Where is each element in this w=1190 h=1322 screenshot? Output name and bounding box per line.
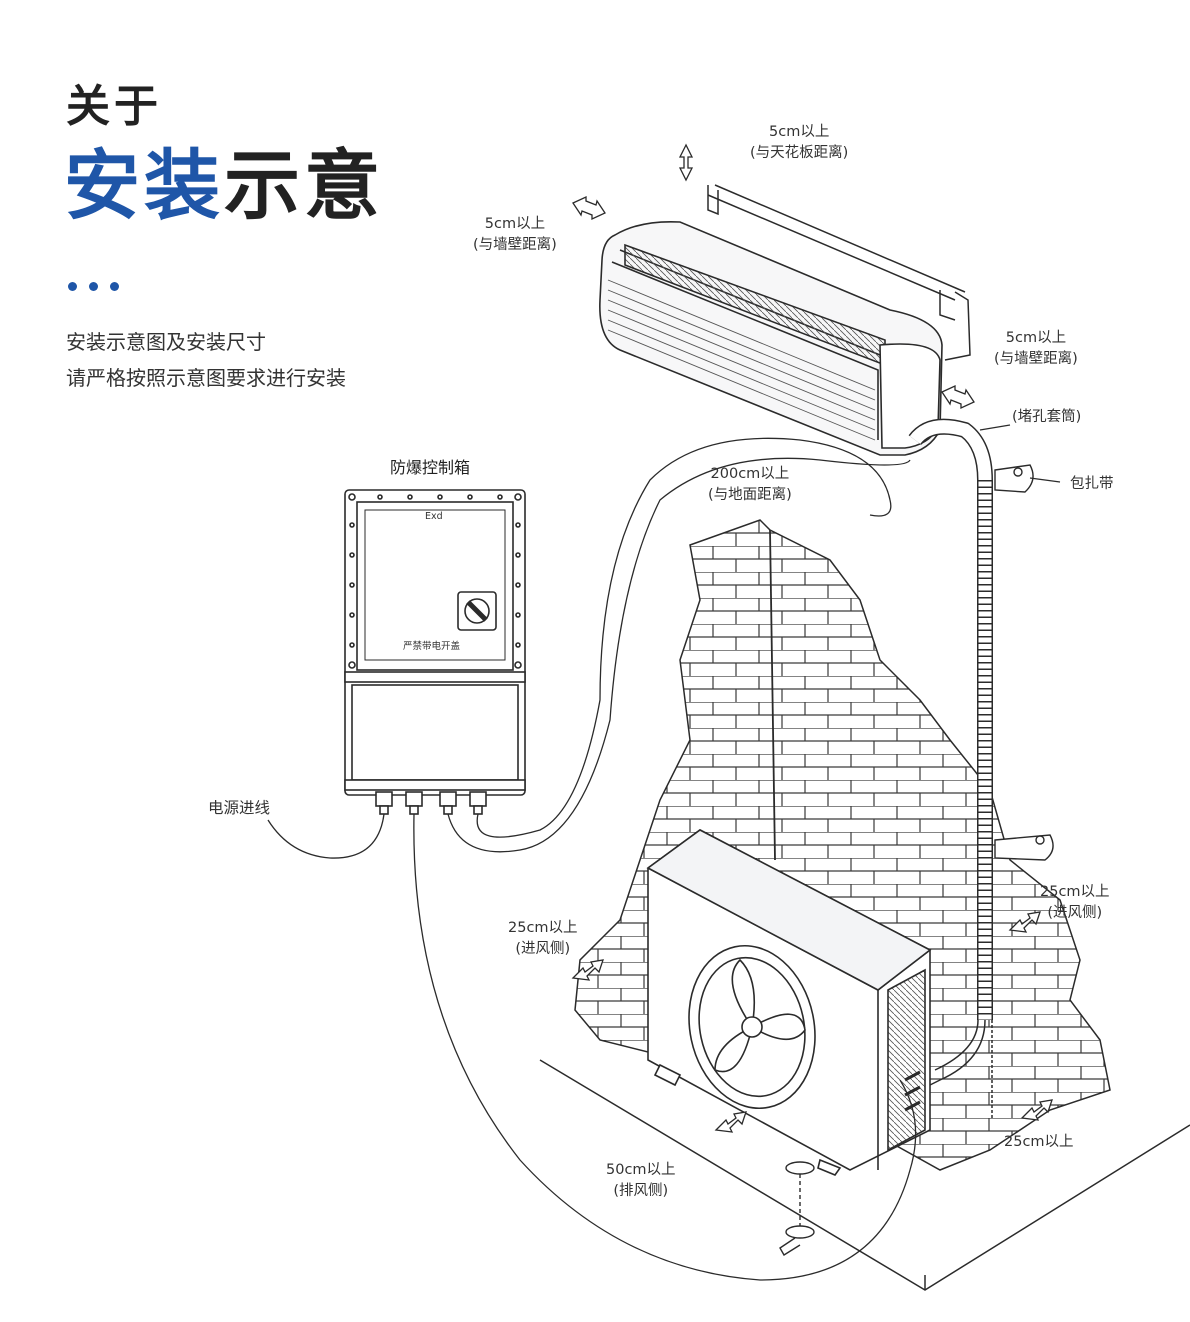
label-wall-left: 5cm以上 (与墙壁距离) bbox=[473, 214, 557, 256]
label-ceiling: 5cm以上 (与天花板距离) bbox=[750, 122, 848, 164]
heading-big: 安装示意 bbox=[64, 148, 384, 224]
dot-icon bbox=[89, 282, 98, 291]
label-inlet-left-line1: 25cm以上 bbox=[508, 920, 578, 936]
label-outlet-line2: (排风侧) bbox=[613, 1183, 669, 1199]
heading-rest: 示意 bbox=[224, 141, 384, 230]
heading-small: 关于 bbox=[66, 81, 162, 132]
label-wall-right-line1: 5cm以上 bbox=[1005, 330, 1067, 346]
mounting-bracket bbox=[707, 184, 971, 361]
control-box-title: 防爆控制箱 bbox=[390, 458, 471, 477]
control-box bbox=[344, 489, 526, 815]
pipe-clamp bbox=[994, 464, 1054, 861]
intro-line-1: 安装示意图及安装尺寸 bbox=[66, 330, 266, 354]
label-tape: 包扎带 bbox=[1070, 476, 1114, 492]
outdoor-unit bbox=[646, 829, 932, 1176]
intro-text: 安装示意图及安装尺寸 请严格按照示意图要求进行安装 bbox=[66, 324, 346, 396]
label-ground: 200cm以上 (与地面距离) bbox=[708, 464, 792, 506]
label-ground-line1: 200cm以上 bbox=[710, 466, 790, 482]
intro-line-2: 请严格按照示意图要求进行安装 bbox=[66, 366, 346, 390]
cables bbox=[267, 424, 1061, 1281]
label-inlet-right-line2: (进风侧) bbox=[1047, 905, 1103, 921]
ground-slab bbox=[539, 1059, 1190, 1291]
clearance-arrow-icon bbox=[571, 143, 1053, 1133]
decorative-dots bbox=[68, 276, 131, 295]
dot-icon bbox=[68, 282, 77, 291]
control-box-mark: Exd bbox=[425, 511, 443, 522]
label-inlet-right: 25cm以上 (进风侧) bbox=[1040, 882, 1110, 924]
refrigerant-pipe bbox=[908, 418, 993, 1120]
control-box-warning: 严禁带电开盖 bbox=[403, 641, 461, 652]
label-wall-left-line1: 5cm以上 bbox=[484, 216, 546, 232]
label-back: 25cm以上 bbox=[1004, 1134, 1074, 1150]
label-power: 电源进线 bbox=[208, 799, 271, 817]
label-inlet-right-line1: 25cm以上 bbox=[1040, 884, 1110, 900]
label-inlet-left-line2: (进风侧) bbox=[515, 941, 571, 957]
indoor-unit bbox=[599, 220, 943, 456]
label-outlet-line1: 50cm以上 bbox=[606, 1162, 676, 1178]
label-wall-right-line2: (与墙壁距离) bbox=[994, 351, 1078, 367]
label-inlet-left: 25cm以上 (进风侧) bbox=[508, 918, 578, 960]
label-wall-right: 5cm以上 (与墙壁距离) bbox=[994, 328, 1078, 370]
label-outlet: 50cm以上 (排风侧) bbox=[606, 1160, 676, 1202]
heading-accent: 安装 bbox=[64, 141, 224, 230]
label-wall-left-line2: (与墙壁距离) bbox=[473, 237, 557, 253]
label-ceiling-line1: 5cm以上 bbox=[769, 124, 830, 140]
dot-icon bbox=[110, 282, 119, 291]
label-sleeve: (堵孔套筒) bbox=[1012, 409, 1082, 425]
label-ceiling-line2: (与天花板距离) bbox=[750, 145, 849, 161]
label-ground-line2: (与地面距离) bbox=[708, 487, 792, 503]
drain-fitting bbox=[779, 1161, 815, 1256]
